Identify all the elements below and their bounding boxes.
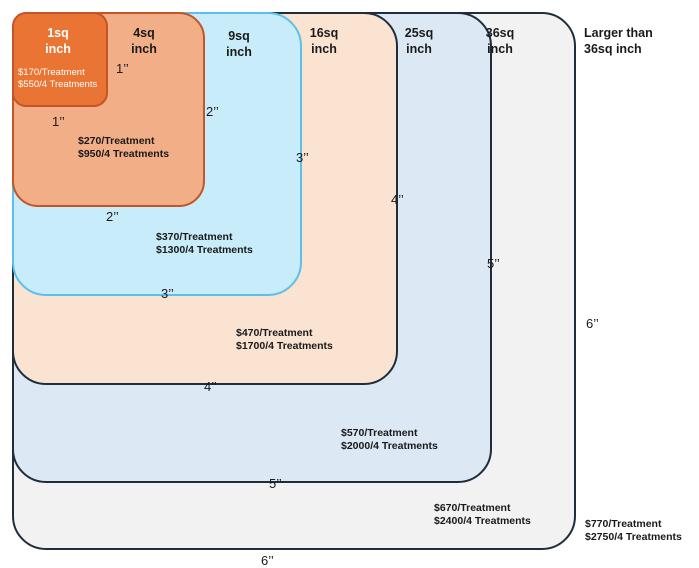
dimension-6in-bottom: 6’’ (261, 553, 274, 568)
price-larger-than-36sq: $770/Treatment$2750/4 Treatments (585, 518, 682, 543)
dimension-3in-bottom: 3’’ (161, 286, 174, 301)
dimension-1in-bottom: 1’’ (52, 114, 65, 129)
dimension-3in-right: 3’’ (296, 150, 309, 165)
dimension-2in-right: 2’’ (206, 104, 219, 119)
price-9sq: $370/Treatment$1300/4 Treatments (156, 231, 253, 256)
dimension-5in-bottom: 5’’ (269, 476, 282, 491)
dimension-4in-bottom: 4’’ (204, 379, 217, 394)
dimension-6in-right: 6’’ (586, 316, 599, 331)
price-1sq: $170/Treatment$550/4 Treatments (18, 67, 98, 90)
box-1sq-inch (12, 12, 108, 107)
price-4sq: $270/Treatment$950/4 Treatments (78, 135, 170, 160)
dimension-1in-right: 1’’ (116, 61, 129, 76)
price-16sq: $470/Treatment$1700/4 Treatments (236, 327, 333, 352)
price-25sq: $570/Treatment$2000/4 Treatments (341, 427, 438, 452)
dimension-5in-right: 5’’ (487, 256, 500, 271)
dimension-2in-bottom: 2’’ (106, 209, 119, 224)
price-36sq: $670/Treatment$2400/4 Treatments (434, 502, 531, 527)
dimension-4in-right: 4’’ (391, 192, 404, 207)
